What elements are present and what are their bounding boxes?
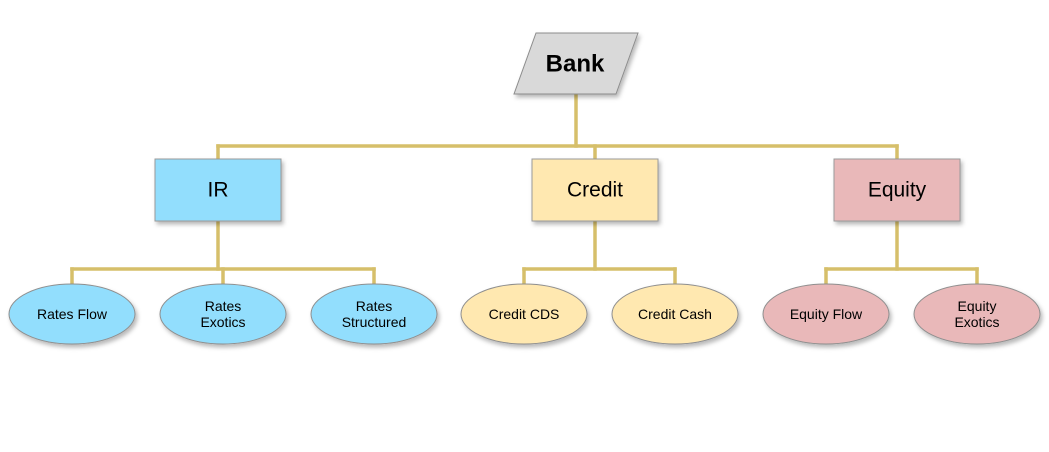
root-node-bank[interactable]: Bank (513, 32, 639, 95)
leaf-node-label-line-1: Rates (356, 298, 393, 314)
division-node-box (833, 158, 961, 222)
leaf-node-shape (159, 283, 287, 345)
leaf-node-rates-flow[interactable]: Rates Flow (8, 283, 136, 345)
leaf-node-label-line-1: Equity (958, 298, 997, 314)
leaf-node-label-line-2: Exotics (954, 314, 999, 330)
leaf-node-label-line-2: Exotics (200, 314, 245, 330)
leaf-node-label-line-2: Structured (342, 314, 407, 330)
leaf-node-equity-flow[interactable]: Equity Flow (762, 283, 890, 345)
leaf-node-label: Rates Flow (37, 306, 108, 322)
division-node-box (531, 158, 659, 222)
leaf-node-credit-cash[interactable]: Credit Cash (611, 283, 739, 345)
leaf-node-credit-cds[interactable]: Credit CDS (460, 283, 588, 345)
leaf-node-label: Credit CDS (489, 306, 560, 322)
leaf-node-shape (460, 283, 588, 345)
leaf-node-shape (8, 283, 136, 345)
division-node-label: Credit (567, 179, 623, 202)
division-node-box (154, 158, 282, 222)
leaf-node-shape (913, 283, 1041, 345)
leaf-node-label: Equity Flow (790, 306, 863, 322)
leaf-node-shape (310, 283, 438, 345)
leaf-node-label-line-1: Rates (205, 298, 242, 314)
division-node-ir[interactable]: IR (154, 158, 282, 222)
leaf-node-shape (762, 283, 890, 345)
leaf-node-label: Credit Cash (638, 306, 712, 322)
root-node-shape (513, 32, 639, 95)
division-node-label: IR (208, 179, 229, 202)
division-node-label: Equity (868, 179, 927, 202)
leaf-node-shape (611, 283, 739, 345)
division-node-equity[interactable]: Equity (833, 158, 961, 222)
division-node-credit[interactable]: Credit (531, 158, 659, 222)
root-node-label: Bank (546, 51, 605, 78)
connector-lines (70, 92, 979, 286)
